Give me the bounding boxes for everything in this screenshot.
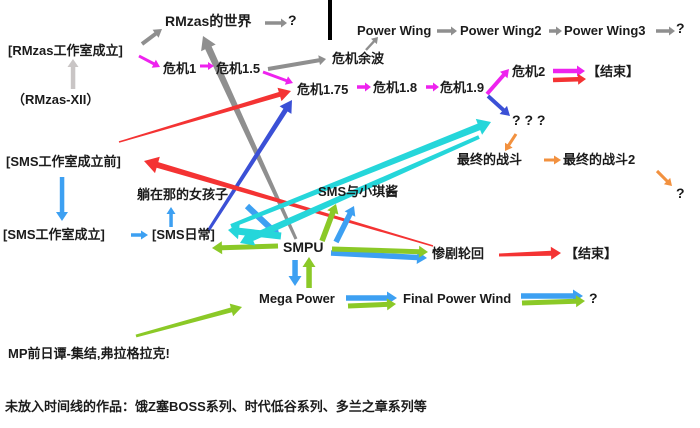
node-tragedy-cycle: 惨剧轮回 — [432, 246, 485, 261]
arrow-sms-founding-to-sms-diary — [131, 230, 148, 240]
arrow-smpu-to-sms-diary — [212, 241, 279, 255]
arrow-crisis1-5-to-crisis-aftermath — [267, 55, 326, 71]
node-q-final-power-wind: ? — [589, 290, 598, 306]
node-final-battle2: 最终的战斗2 — [563, 152, 636, 167]
arrow-crisis1-8-to-crisis1-9 — [426, 82, 439, 92]
node-rmzas-xii: （RMzas-XII） — [12, 92, 100, 107]
arrow-final-power-wind-to-q-final-power-wind — [521, 295, 585, 308]
arrow-smpu-to-rmzas-world — [201, 36, 298, 240]
arrow-smpu-to-sms-kiki — [333, 206, 356, 244]
node-mp-prequel: MP前日谭-集结,弗拉格拉克! — [8, 346, 170, 361]
arrow-qqq-to-sms-diary — [240, 135, 480, 246]
node-rmzas-world: RMzas的世界 — [165, 13, 252, 29]
node-qqq: ? ? ? — [512, 112, 546, 128]
node-mega-power: Mega Power — [259, 291, 335, 306]
arrow-mega-power-to-smpu — [302, 257, 316, 288]
arrow-rmzas-founding-to-rmzas-world — [140, 29, 162, 46]
node-crisis1: 危机1 — [163, 61, 197, 76]
node-q-rmzas: ? — [288, 12, 297, 28]
node-crisis2: 危机2 — [512, 64, 546, 79]
arrow-sms-pre-founding-to-crisis1-75 — [118, 87, 291, 143]
arrow-smpu-to-sms-kiki — [319, 204, 339, 242]
top-divider-bar — [328, 0, 332, 40]
node-q-final-battle2: ? — [676, 185, 685, 201]
node-power-wing3: Power Wing3 — [564, 23, 646, 38]
node-crisis-aftermath: 危机余波 — [332, 51, 385, 66]
arrow-tragedy-cycle-to-end-bottom — [499, 246, 561, 260]
arrow-power-wing2-to-power-wing3 — [549, 26, 562, 36]
node-crisis1-75: 危机1.75 — [297, 82, 349, 97]
arrow-sms-diary-to-lying-girl — [166, 207, 176, 227]
arrow-crisis1-9-to-qqq — [486, 94, 510, 116]
arrow-smpu-to-tragedy-cycle — [330, 250, 427, 264]
node-crisis1-8: 危机1.8 — [373, 80, 418, 95]
arrow-crisis1-5-to-crisis1-75 — [262, 70, 293, 85]
arrow-sms-diary-to-qqq — [230, 118, 492, 228]
arrow-power-wing-to-power-wing2 — [437, 26, 457, 36]
arrow-sms-diary-to-crisis1-75 — [206, 100, 292, 232]
node-final-power-wind: Final Power Wind — [403, 291, 512, 306]
arrow-smpu-to-tragedy-cycle — [331, 245, 428, 258]
arrow-final-battle2-to-q-final-battle2 — [655, 169, 672, 186]
arrow-qqq-to-final-battle — [505, 133, 518, 151]
arrow-smpu-to-mega-power — [288, 260, 302, 286]
arrow-crisis1-to-crisis1-5 — [200, 62, 214, 70]
arrow-mp-prequel-to-mega-power — [135, 303, 242, 338]
node-rmzas-founding: [RMzas工作室成立] — [8, 43, 123, 58]
node-sms-kiki: SMS与小琪酱 — [318, 184, 399, 199]
arrow-crisis1-75-to-crisis1-8 — [357, 82, 371, 92]
arrow-sms-pre-founding-to-sms-founding — [56, 177, 68, 221]
node-power-wing: Power Wing — [357, 23, 432, 38]
footnote: 未放入时间线的作品：饿Z塞BOSS系列、时代低谷系列、多兰之章系列等 — [5, 399, 427, 414]
node-q-power-wing: ? — [676, 20, 685, 36]
arrow-crisis2-to-end-top — [552, 73, 586, 85]
node-sms-pre-founding: [SMS工作室成立前] — [6, 154, 121, 169]
arrow-power-wing3-to-q-power-wing — [656, 26, 675, 36]
arrow-rmzas-world-to-q-rmzas — [265, 18, 287, 28]
arrow-smpu-to-sms-diary — [228, 223, 282, 240]
arrow-mega-power-to-final-power-wind — [346, 291, 397, 305]
arrow-rmzas-xii-to-rmzas-founding — [67, 59, 79, 89]
arrow-crisis2-to-end-top — [553, 65, 585, 77]
arrow-crisis1-9-to-crisis2 — [485, 69, 509, 96]
node-power-wing2: Power Wing2 — [460, 23, 542, 38]
arrow-final-power-wind-to-q-final-power-wind — [521, 289, 583, 303]
arrow-rmzas-founding-to-crisis1 — [138, 54, 160, 68]
node-sms-founding: [SMS工作室成立] — [3, 227, 105, 242]
node-end-bottom: 【结束】 — [565, 246, 618, 261]
node-end-top: 【结束】 — [587, 64, 640, 79]
arrow-final-battle-to-final-battle2 — [544, 155, 561, 165]
node-final-battle: 最终的战斗 — [457, 152, 523, 167]
arrow-mega-power-to-final-power-wind — [347, 298, 396, 311]
arrow-crisis-aftermath-to-power-wing — [365, 37, 378, 51]
node-crisis1-5: 危机1.5 — [216, 61, 261, 76]
node-crisis1-9: 危机1.9 — [440, 80, 485, 95]
node-smpu: SMPU — [283, 239, 324, 255]
node-sms-diary: [SMS日常] — [152, 227, 215, 242]
node-lying-girl: 躺在那的女孩子 — [137, 187, 229, 202]
